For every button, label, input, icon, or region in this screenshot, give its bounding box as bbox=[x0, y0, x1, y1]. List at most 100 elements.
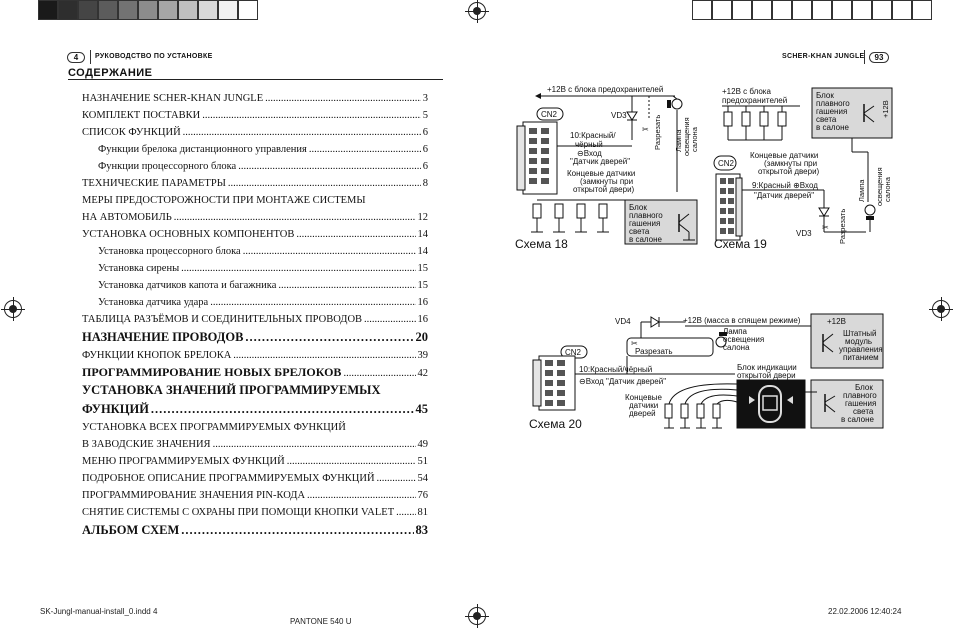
color-swatch-bar bbox=[38, 0, 258, 20]
toc-entry-page: 6 bbox=[422, 127, 428, 138]
block-label: плавного bbox=[843, 391, 877, 400]
indicator-label: открытой двери bbox=[737, 371, 796, 380]
toc-entry-title: Установка датчика удара bbox=[98, 297, 209, 308]
toc-entry: НАЗНАЧЕНИЕ SCHER-KHAN JUNGLE3 bbox=[82, 90, 428, 107]
block-label: света bbox=[816, 115, 837, 124]
toc-leader-dots bbox=[183, 124, 421, 141]
toc-leader-dots bbox=[210, 294, 415, 311]
left-running-header: РУКОВОДСТВО ПО УСТАНОВКЕ bbox=[95, 53, 213, 60]
toc-entry-page: 6 bbox=[422, 161, 428, 172]
block-label: плавного bbox=[816, 99, 850, 108]
toc-entry-title: Установка процессорного блока bbox=[98, 246, 241, 257]
switches-label: Концевые bbox=[625, 393, 662, 402]
toc-entry-page: 6 bbox=[422, 144, 428, 155]
toc-entry-title: ПОДРОБНОЕ ОПИСАНИЕ ПРОГРАММИРУЕМЫХ ФУНКЦ… bbox=[82, 473, 375, 484]
toc-entry-page: 20 bbox=[415, 330, 429, 344]
cut-label: Разрезать bbox=[838, 209, 847, 244]
toc-entry-page: 81 bbox=[417, 507, 429, 518]
switches-label: Концевые датчики bbox=[750, 151, 818, 160]
toc-entry: УСТАНОВКА ЗНАЧЕНИЙ ПРОГРАММИРУЕМЫХ bbox=[82, 381, 428, 400]
toc-entry-page: 51 bbox=[417, 456, 429, 467]
toc-leader-dots bbox=[245, 328, 413, 347]
toc-entry-page: 45 bbox=[415, 402, 429, 416]
toc-entry-page: 15 bbox=[417, 263, 429, 274]
toc-entry: НА АВТОМОБИЛЬ12 bbox=[82, 209, 428, 226]
toc-entry-page: 83 bbox=[415, 523, 429, 537]
scissors-icon: ✂ bbox=[822, 223, 829, 232]
toc-entry: Установка датчика удара 16 bbox=[82, 294, 428, 311]
toc-entry-title: УСТАНОВКА ЗНАЧЕНИЙ ПРОГРАММИРУЕМЫХ bbox=[82, 383, 381, 397]
toc-entry-page: 5 bbox=[422, 110, 428, 121]
registration-mark-icon bbox=[465, 604, 489, 628]
registration-mark-icon bbox=[465, 0, 489, 23]
wire-label: чёрный bbox=[575, 140, 603, 149]
swatch bbox=[872, 0, 892, 20]
toc-entry: Функции процессорного блока6 bbox=[82, 158, 428, 175]
module-label: модуль bbox=[845, 337, 872, 346]
supply-label: предохранителей bbox=[722, 96, 787, 105]
swatch bbox=[238, 0, 258, 20]
swatch bbox=[792, 0, 812, 20]
switches-label: (замкнуты при bbox=[764, 159, 817, 168]
toc-entry: ТЕХНИЧЕСКИЕ ПАРАМЕТРЫ8 bbox=[82, 175, 428, 192]
footer-pantone: PANTONE 540 U bbox=[290, 617, 352, 626]
swatch bbox=[218, 0, 238, 20]
toc-entry-page: 42 bbox=[417, 368, 429, 379]
registration-mark-icon bbox=[1, 297, 25, 321]
toc-entry-title: В ЗАВОДСКИЕ ЗНАЧЕНИЯ bbox=[82, 439, 211, 450]
connector-label: CN2 bbox=[541, 110, 558, 119]
toc-entry-title: Функции брелока дистанционного управлени… bbox=[98, 144, 307, 155]
switches-label: (замкнуты при bbox=[580, 177, 633, 186]
toc-entry: МЕРЫ ПРЕДОСТОРОЖНОСТИ ПРИ МОНТАЖЕ СИСТЕМ… bbox=[82, 192, 428, 209]
switches-label: открытой двери) bbox=[573, 185, 635, 194]
toc-entry-page: 16 bbox=[417, 314, 429, 325]
right-running-header: SCHER-KHAN JUNGLE bbox=[782, 53, 865, 60]
toc-entry-title: СПИСОК ФУНКЦИЙ bbox=[82, 127, 181, 138]
toc-entry: СНЯТИЕ СИСТЕМЫ С ОХРАНЫ ПРИ ПОМОЩИ КНОПК… bbox=[82, 504, 428, 521]
toc-entry: НАЗНАЧЕНИЕ ПРОВОДОВ20 bbox=[82, 328, 428, 347]
toc-entry: УСТАНОВКА ВСЕХ ПРОГРАММИРУЕМЫХ ФУНКЦИЙ bbox=[82, 419, 428, 436]
toc-entry: Установка сирены15 bbox=[82, 260, 428, 277]
register-bar bbox=[692, 0, 932, 20]
cut-label: Разрезать bbox=[653, 115, 662, 150]
cut-label: Разрезать bbox=[635, 347, 673, 356]
toc-entry: Установка датчиков капота и багажника15 bbox=[82, 277, 428, 294]
toc-entry-page: 12 bbox=[417, 212, 429, 223]
toc-entry-title: ФУНКЦИЙ bbox=[82, 402, 149, 416]
toc-entry-page: 16 bbox=[417, 297, 429, 308]
toc-entry-title: ПРОГРАММИРОВАНИЕ НОВЫХ БРЕЛОКОВ bbox=[82, 365, 342, 379]
module-label: +12В bbox=[827, 317, 846, 326]
toc-entry-title: АЛЬБОМ СХЕМ bbox=[82, 523, 180, 537]
toc-entry-title: ФУНКЦИИ КНОПОК БРЕЛОКА bbox=[82, 350, 232, 361]
block-label: гашения bbox=[629, 219, 660, 228]
swatch bbox=[832, 0, 852, 20]
lamp-label: салона bbox=[690, 126, 699, 152]
toc-leader-dots bbox=[287, 453, 416, 470]
toc-rule bbox=[68, 79, 443, 80]
lamp-label: Лампа bbox=[723, 327, 748, 336]
toc-entry-title: Установка датчиков капота и багажника bbox=[98, 280, 277, 291]
lamp-label: Лампа bbox=[674, 129, 683, 152]
swatch bbox=[198, 0, 218, 20]
swatch bbox=[852, 0, 872, 20]
swatch bbox=[178, 0, 198, 20]
scissors-icon: ✂ bbox=[631, 339, 638, 348]
footer-file: SK-Jungl-manual-install_0.indd 4 bbox=[40, 607, 158, 616]
swatch bbox=[692, 0, 712, 20]
block-label: света bbox=[629, 227, 650, 236]
toc-entry-page: 14 bbox=[417, 246, 429, 257]
toc-entry: КОМПЛЕКТ ПОСТАВКИ5 bbox=[82, 107, 428, 124]
toc-leader-dots bbox=[265, 90, 421, 107]
swatch bbox=[38, 0, 58, 20]
block-label: гашения bbox=[845, 399, 876, 408]
connector-label: CN2 bbox=[718, 159, 735, 168]
header-separator bbox=[864, 50, 865, 64]
diode-label: VD4 bbox=[615, 317, 631, 326]
swatch bbox=[812, 0, 832, 20]
toc-entry-page: 76 bbox=[417, 490, 429, 501]
scheme-caption: Схема 20 bbox=[529, 417, 582, 431]
left-page-number: 4 bbox=[67, 52, 85, 63]
toc-leader-dots bbox=[343, 365, 415, 382]
toc-entry-title: НАЗНАЧЕНИЕ SCHER-KHAN JUNGLE bbox=[82, 93, 264, 104]
block-label: в салоне bbox=[816, 123, 850, 132]
